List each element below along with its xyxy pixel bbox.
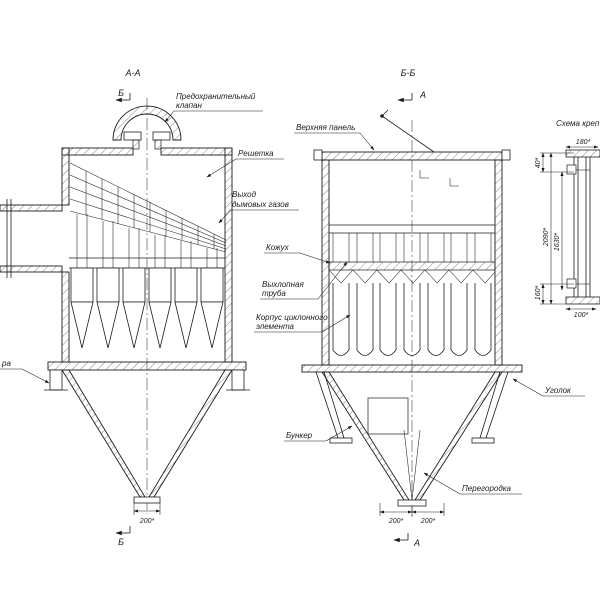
section-marker-a-bottom: А	[393, 533, 420, 548]
section-aa-title: А-А	[124, 68, 140, 78]
label-cyclone-body-line1: Корпус циклонного	[256, 313, 328, 322]
supports-bb	[315, 371, 509, 444]
label-safety-valve-line1: Предохранительный	[176, 92, 256, 101]
section-marker-b-top-label: Б	[118, 88, 124, 98]
inlet-duct	[0, 199, 63, 278]
label-gas-exit-line2: дымовых газов	[232, 200, 289, 209]
dim-outlet-bb-left-text: 200*	[388, 518, 404, 525]
label-support-partial-text: ра	[1, 359, 11, 368]
cyclone-bodies-bb	[332, 283, 492, 356]
dim-180: 180*	[576, 139, 591, 146]
section-marker-a-top-label: А	[419, 90, 426, 100]
distribution-grate	[69, 162, 227, 253]
dim-100: 100*	[574, 312, 589, 319]
dim-outlet-bb-right-text: 200*	[420, 518, 436, 525]
view-section-aa: А-А Б	[0, 68, 299, 547]
exhaust-tubes-aa	[76, 214, 218, 268]
label-grate: Решетка	[206, 149, 284, 178]
mount-dimensions: 40* 2090* 1630* 160* 180* 100*	[535, 139, 599, 319]
dim-160: 160*	[535, 286, 542, 301]
view-mount-detail: Схема креп 40* 2090* 1630* 160* 180* 100…	[535, 119, 600, 319]
mount-member	[565, 149, 600, 305]
label-partition-text: Перегородка	[462, 484, 512, 493]
dim-outlet-bb: 200* 200*	[379, 503, 445, 525]
section-marker-a-bottom-label: А	[413, 538, 420, 548]
label-top-panel-text: Верхняя панель	[296, 123, 355, 132]
view-section-bb: Б-Б А	[254, 68, 585, 548]
hopper-access-door	[367, 397, 409, 435]
label-exhaust-pipe: Выхлопная труба	[260, 261, 348, 300]
label-hopper-text: Бункер	[286, 431, 313, 440]
label-partition: Перегородка	[423, 472, 522, 495]
hopper-aa	[61, 369, 233, 504]
mount-detail-title: Схема креп	[556, 119, 600, 128]
label-gas-exit: Выход дымовых газов	[218, 190, 299, 224]
label-hopper: Бункер	[284, 425, 353, 442]
label-gas-exit-line1: Выход	[232, 190, 257, 199]
label-top-panel: Верхняя панель	[294, 123, 375, 151]
open-top-panel	[380, 109, 435, 153]
label-exhaust-pipe-line2: труба	[262, 289, 286, 298]
dim-outlet-aa: 200*	[133, 503, 161, 525]
label-grate-text: Решетка	[238, 149, 274, 158]
tube-sheet-bb	[328, 224, 496, 284]
dim-1630: 1630*	[554, 233, 561, 252]
safety-valve-dome	[112, 105, 182, 150]
tube-plate-aa	[69, 257, 225, 269]
label-casing: Кожух	[264, 243, 331, 264]
weld-marks	[419, 170, 459, 187]
section-marker-a-top: А	[397, 90, 426, 103]
label-exhaust-pipe-line1: Выхлопная	[262, 280, 304, 289]
section-marker-b-bottom-label: Б	[118, 537, 124, 547]
section-marker-b-top: Б	[115, 88, 131, 103]
label-angle-text: Уголок	[544, 386, 572, 395]
cyclone-elements-aa	[70, 267, 224, 349]
label-cyclone-body: Корпус циклонного элемента	[254, 313, 351, 333]
dim-40: 40*	[535, 157, 542, 168]
section-marker-b-bottom: Б	[115, 526, 131, 547]
label-angle: Уголок	[512, 378, 585, 397]
label-cyclone-body-line2: элемента	[256, 322, 295, 331]
dim-2090: 2090*	[543, 228, 550, 248]
label-casing-text: Кожух	[266, 243, 290, 252]
section-bb-title: Б-Б	[401, 68, 416, 78]
hopper-bb	[321, 371, 503, 507]
label-safety-valve: Предохранительный клапан	[164, 92, 263, 123]
hopper-partition	[403, 429, 421, 501]
label-support-partial: ра	[0, 359, 50, 384]
vessel-shell-aa	[47, 147, 247, 371]
label-safety-valve-line2: клапан	[176, 101, 203, 110]
dim-outlet-aa-text: 200*	[139, 518, 155, 525]
supports-aa	[44, 369, 250, 391]
